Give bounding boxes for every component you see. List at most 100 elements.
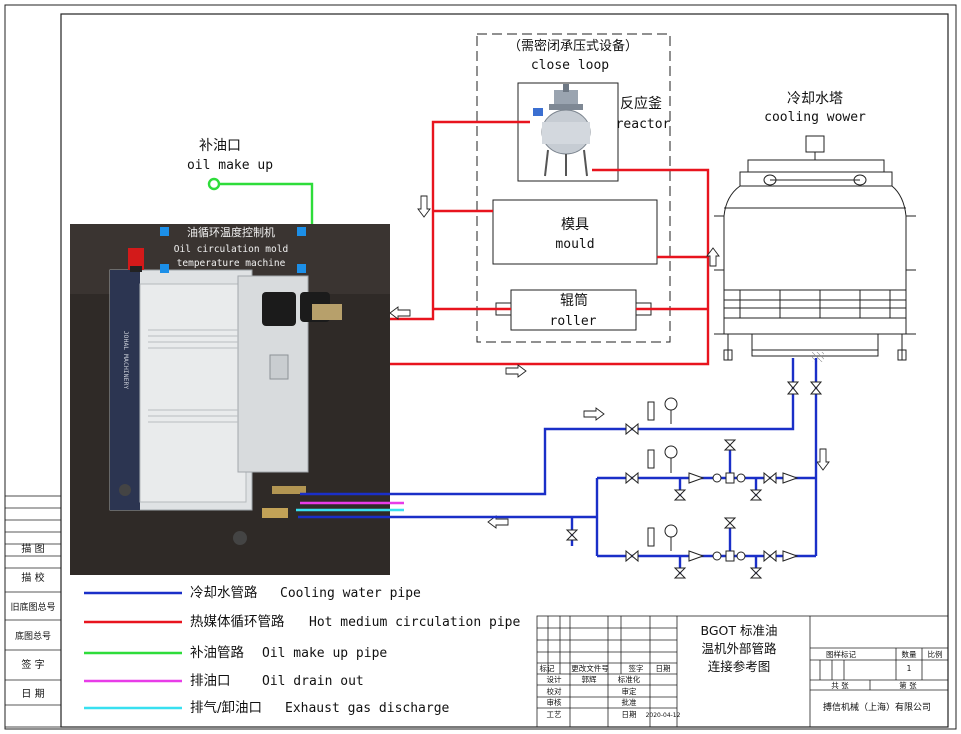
thermometer-icon <box>647 401 655 421</box>
drain-valve-icon <box>749 567 763 579</box>
thermometer-icon <box>647 527 655 547</box>
tb-scale-label: 比例 <box>928 649 943 659</box>
check-valve-icon <box>688 472 705 484</box>
legend-cooling-cn: 冷却水管路 <box>190 585 258 601</box>
machine-title-cn: 油循环温度控制机 <box>187 225 275 239</box>
tb-total-sheets: 共 张 <box>831 681 849 690</box>
mould-cn: 模具 <box>561 217 589 233</box>
gate-valve-icon <box>763 471 777 485</box>
valve-icons <box>565 381 823 579</box>
union-icon <box>712 551 722 561</box>
tb-date-value: 2020-04-12 <box>646 712 681 719</box>
union-icon <box>736 473 746 483</box>
roller-box <box>495 289 652 331</box>
machine-side-label: JOHAL MACHINERY <box>122 331 130 390</box>
tb-date-label: 日期 <box>622 710 637 719</box>
tb-designer: 郭辉 <box>582 674 597 684</box>
legend-drain-cn: 排油口 <box>190 673 231 689</box>
drain-valve-icon <box>749 489 763 501</box>
tb-sign: 签字 <box>629 663 644 673</box>
drain-valve-icon <box>673 489 687 501</box>
drain-valve-icon <box>723 517 737 529</box>
pressure-gauge-icon <box>664 524 678 538</box>
legend: 冷却水管路 Cooling water pipe 热媒体循环管路 Hot med… <box>84 585 520 716</box>
closed-loop-boundary <box>476 33 671 343</box>
legend-drain-en: Oil drain out <box>262 674 364 689</box>
tb-design: 设计 <box>547 674 562 684</box>
check-valve-icon <box>782 550 799 562</box>
oil-makeup-port-icon <box>207 177 221 191</box>
reactor-vessel-icon <box>533 84 591 177</box>
gate-valve-icon <box>625 422 639 436</box>
legend-hot-en: Hot medium circulation pipe <box>309 615 520 630</box>
drawing-title-3: 连接参考图 <box>708 659 771 674</box>
legend-makeup-cn: 补油管路 <box>190 645 244 661</box>
left-box-label-base-no: 底图总号 <box>15 630 51 642</box>
left-box-label-old-no: 旧底图总号 <box>10 601 55 613</box>
tb-audit: 审核 <box>547 697 562 707</box>
drawing-title-1: BGOT 标准油 <box>701 623 778 638</box>
pressure-gauge-icon <box>664 445 678 459</box>
mould-box <box>492 199 658 265</box>
drain-valve-icon <box>723 439 737 451</box>
union-icon <box>736 551 746 561</box>
mould-en: mould <box>555 237 594 252</box>
left-box-label-date: 日 期 <box>21 688 44 700</box>
check-valve-icon <box>782 472 799 484</box>
left-box-label-sign: 签 字 <box>21 658 44 671</box>
flow-arrow-right-icon <box>583 407 605 421</box>
outer-border <box>4 4 957 730</box>
closed-loop-en: close loop <box>531 58 609 73</box>
left-box-label-check: 描 校 <box>21 571 44 584</box>
tb-date: 日期 <box>656 664 671 673</box>
drawing-title-2: 温机外部管路 <box>701 641 777 656</box>
gate-valve-icon <box>763 549 777 563</box>
reactor-en: reactor <box>616 117 671 132</box>
thermometer-icon <box>647 449 655 469</box>
tb-qty: 1 <box>907 664 912 673</box>
cooling-tower-cn: 冷却水塔 <box>787 91 843 107</box>
left-revision-box <box>4 495 62 728</box>
drain-valve-icon <box>673 567 687 579</box>
tower-outlet-hatch <box>812 352 824 362</box>
gate-valve-icon <box>625 549 639 563</box>
flow-arrow-left-icon <box>487 515 509 529</box>
machine-title-en-1: Oil circulation mold <box>174 244 288 255</box>
gate-valve-icon <box>809 381 823 395</box>
machine-title-en-2: temperature machine <box>177 258 286 269</box>
flow-arrow-icons <box>389 195 830 529</box>
tb-approve: 批准 <box>622 697 637 707</box>
closed-loop-cn: （需密闭承压式设备） <box>508 38 638 54</box>
flow-arrow-left-icon <box>389 306 411 320</box>
tb-qty-label: 数量 <box>902 649 917 659</box>
legend-exhaust-cn: 排气/卸油口 <box>190 700 262 716</box>
tb-sheet-no: 第 张 <box>899 680 917 690</box>
cooling-tower-drawing <box>714 135 916 361</box>
oil-makeup-cn: 补油口 <box>199 138 241 154</box>
check-valve-icon <box>688 550 705 562</box>
oil-makeup-en: oil make up <box>187 158 273 173</box>
flow-arrow-right-icon <box>505 364 527 378</box>
machine-photo <box>70 224 390 575</box>
machine-label-markers <box>160 227 306 273</box>
flow-arrow-up-icon <box>706 247 720 267</box>
cooling-tower-en: cooling wower <box>764 110 866 125</box>
union-icon <box>712 473 722 483</box>
flow-arrow-down-icon <box>417 195 431 218</box>
roller-cn: 辊筒 <box>560 292 588 309</box>
drain-valve-icon <box>565 529 579 541</box>
legend-exhaust-en: Exhaust gas discharge <box>285 701 450 716</box>
inner-frame <box>60 13 949 728</box>
tb-company: 搏信机械（上海）有限公司 <box>823 701 931 713</box>
strainer-icon <box>725 550 735 562</box>
legend-hot-cn: 热媒体循环管路 <box>190 614 285 630</box>
tb-review: 审定 <box>622 686 637 696</box>
instrument-icons <box>647 397 678 551</box>
legend-makeup-en: Oil make up pipe <box>262 646 387 661</box>
pressure-gauge-icon <box>664 397 678 411</box>
tb-standardize: 标准化 <box>618 674 641 684</box>
tb-process: 工艺 <box>547 710 562 719</box>
title-block-grid <box>536 615 949 728</box>
legend-cooling-en: Cooling water pipe <box>280 586 421 601</box>
